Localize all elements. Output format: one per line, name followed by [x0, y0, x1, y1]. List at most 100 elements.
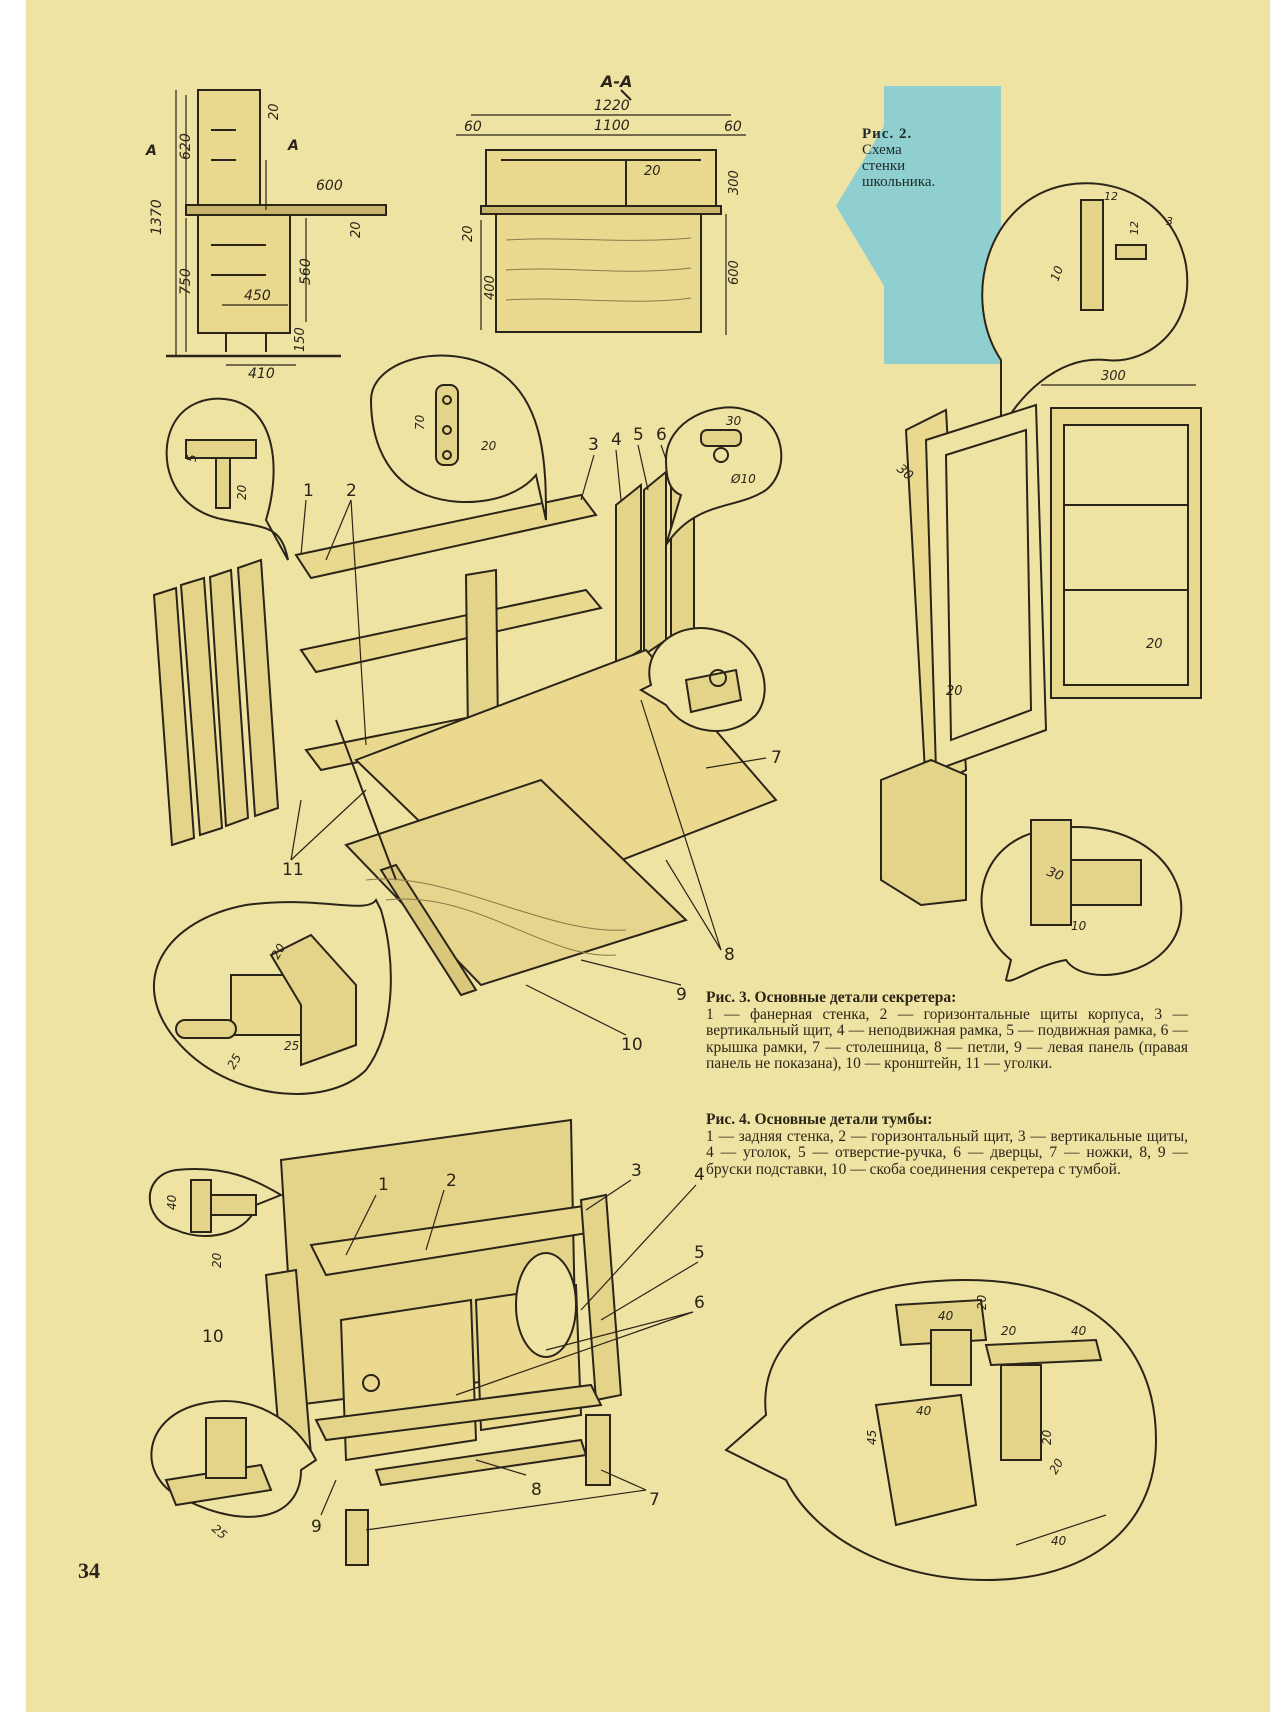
fig4-inset-dim: 20: [1046, 1456, 1066, 1477]
fig2-caption: Рис. 2. Схема стенки школьника.: [862, 126, 982, 190]
fig4-inset-dim: 45: [865, 1430, 879, 1445]
fig4-label: 8: [531, 1480, 542, 1500]
fig3-label: 11: [282, 860, 304, 880]
fig2-dim-text: 1220: [594, 98, 630, 114]
fig2-side-view: [166, 89, 387, 366]
fig3-frame-dim: 20: [1146, 637, 1163, 652]
fig3-inset-dim: 20: [481, 439, 497, 453]
fig2-dim-text: 150: [293, 327, 308, 352]
fig2-caption-title: Рис. 2.: [862, 126, 913, 142]
page-number: 34: [78, 1558, 100, 1583]
fig4-label: 2: [446, 1171, 457, 1191]
fig3-label: 7: [771, 748, 782, 768]
fig2-dim-text: 20: [267, 103, 282, 120]
fig3-frame-dim: 300: [1101, 369, 1126, 384]
fig3-bubble-bracket-large: [152, 898, 392, 1095]
fig2-dim-text: 60: [464, 119, 482, 135]
fig3-inset-dim: 30: [726, 414, 742, 428]
fig2-section-label: А-А: [599, 72, 632, 91]
fig2-front-section: [456, 89, 746, 335]
fig2-section-arrow-left: А: [145, 143, 157, 159]
fig4-drawing: [264, 1118, 699, 1566]
fig4-bubble-top: [148, 1168, 284, 1237]
fig3-frame-dim: 3: [1166, 215, 1173, 228]
fig3-frame-detail: [880, 182, 1202, 982]
fig2-caption-line: Схема: [862, 142, 902, 158]
fig2-caption-line: стенки: [862, 158, 906, 174]
fig2-dim-text: 450: [244, 288, 271, 304]
fig2-dim-text: 300: [727, 170, 742, 195]
fig4-caption-head: Рис. 4. Основные детали тумбы:: [706, 1111, 933, 1128]
fig2-dim-text: 410: [248, 366, 275, 382]
fig3-label: 1: [303, 481, 314, 501]
fig3-label: 6: [656, 425, 667, 445]
fig4-label: 7: [649, 1490, 660, 1510]
fig2-caption-tag: [836, 86, 1001, 364]
fig3-label: 9: [676, 985, 687, 1005]
fig3-frame-dim: 30: [1045, 865, 1066, 885]
fig4-inset-dim: 40: [165, 1194, 179, 1210]
fig3-inset-dim: 20: [268, 941, 288, 962]
fig4-label: 9: [311, 1517, 322, 1537]
fig3-frame-dim: 2: [1111, 190, 1118, 203]
fig3-inset-dim: 70: [413, 414, 427, 430]
fig3-label: 10: [621, 1035, 643, 1055]
fig4-inset-dim: 20: [1001, 1324, 1017, 1338]
fig3-frame-dim: 20: [946, 684, 963, 699]
fig4-inset-dim: 40: [938, 1309, 954, 1323]
fig3-bubble-hinge: [369, 354, 547, 521]
fig4-label: 1: [378, 1175, 389, 1195]
fig4-inset-dim: 20: [975, 1294, 989, 1310]
magazine-page: Рис. 2. Схема стенки школьника.: [26, 0, 1270, 1712]
fig3-inset-dim: 25: [224, 1051, 244, 1071]
fig3-bubble-corner: [165, 397, 289, 561]
fig4-bubble-joint: [724, 1278, 1158, 1582]
fig4-label: 3: [631, 1161, 642, 1181]
fig2-section-arrow-right: А: [287, 138, 299, 154]
fig2-dim-text: 1100: [594, 118, 630, 134]
fig3-caption-head: Рис. 3. Основные детали секретера:: [706, 989, 957, 1006]
fig3-caption: Рис. 3. Основные детали секретера: 1 — ф…: [706, 989, 1188, 1073]
fig4-label: 5: [694, 1243, 705, 1263]
fig4-bubble-bottom: [150, 1400, 318, 1518]
fig3-label: 8: [724, 945, 735, 965]
fig4-label: 4: [694, 1165, 705, 1185]
fig3-inset-dim: 5: [185, 454, 199, 462]
fig3-inset-dim: 25: [284, 1039, 299, 1053]
fig4-label: 10: [202, 1327, 224, 1347]
fig4-inset-dim: 40: [1071, 1324, 1087, 1338]
fig2-dim-text: 600: [727, 260, 742, 285]
fig3-bubble-pin: [664, 406, 783, 546]
fig2-caption-line: школьника.: [862, 174, 936, 190]
fig3-frame-dim: 10: [1048, 264, 1067, 283]
fig3-frame-dim: 10: [1071, 919, 1087, 933]
fig4-caption: Рис. 4. Основные детали тумбы: 1 — задня…: [706, 1111, 1188, 1178]
fig3-label: 5: [633, 425, 644, 445]
fig3-caption-body: 1 — фанерная стенка, 2 — горизонтальные …: [706, 1005, 1188, 1072]
fig2-dim-text: 20: [644, 164, 661, 179]
fig4-inset-dim: 40: [916, 1404, 932, 1418]
fig4-label: 6: [694, 1293, 705, 1313]
fig4-inset-dim: 20: [210, 1252, 224, 1268]
fig2-dim-text: 600: [316, 178, 343, 194]
fig4-caption-body: 1 — задняя стенка, 2 — горизонтальный щи…: [706, 1127, 1188, 1178]
fig2-dim-text: 20: [349, 221, 364, 238]
fig3-frame-dim: 12: [1128, 221, 1141, 235]
fig2-dim-text: 20: [461, 225, 476, 242]
fig2-dim-text: 560: [298, 258, 314, 285]
fig3-label: 4: [611, 430, 622, 450]
fig3-frame-dim: 1: [1104, 190, 1111, 203]
fig4-inset-dim: 40: [1051, 1534, 1067, 1548]
fig3-inset-dim: 20: [235, 484, 249, 500]
fig3-bubble-bracket-small: [638, 627, 766, 732]
technical-drawings: 1370 620 20 750 560 450 150 410 20 600 А…: [145, 72, 1202, 1582]
fig2-dim-text: 400: [483, 275, 498, 300]
fig2-dim-text: 60: [724, 119, 742, 135]
fig4-inset-dim: 25: [209, 1522, 230, 1543]
fig2-dim-text: 1370: [149, 199, 165, 235]
fig2-dim-text: 620: [178, 133, 194, 160]
fig3-drawing: [152, 444, 778, 1036]
fig3-label: 3: [588, 435, 599, 455]
fig4-inset-dim: 20: [1040, 1429, 1054, 1445]
fig3-inset-dim: Ø10: [730, 472, 756, 486]
